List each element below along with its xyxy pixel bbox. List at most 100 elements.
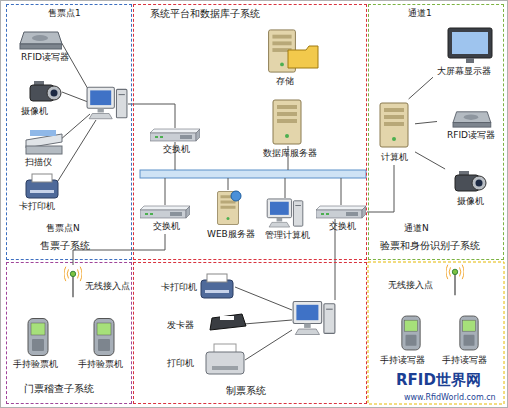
server-icon xyxy=(273,100,301,144)
device-label: 发卡器 xyxy=(167,321,194,331)
device-node: 手持验票机 xyxy=(73,317,131,371)
device-label: RFID读写器 xyxy=(447,131,495,141)
wire xyxy=(235,287,292,310)
connector xyxy=(367,165,394,212)
device-node: 手持读写器 xyxy=(438,312,500,368)
device-label: 卡打印机 xyxy=(161,283,197,293)
computer-icon xyxy=(293,302,335,335)
rfid-reader-icon xyxy=(453,112,491,127)
device-node: 交换机 xyxy=(315,204,367,234)
device-label: 存储 xyxy=(276,77,294,87)
device-node: 无线接入点 xyxy=(65,265,131,303)
network-bus xyxy=(140,170,366,178)
wire xyxy=(244,320,292,324)
device-node: 扫描仪 xyxy=(15,127,67,169)
wire xyxy=(128,104,175,128)
display-screen xyxy=(452,32,488,54)
region-title: 制票系统 xyxy=(226,385,266,396)
device-node: 存储 xyxy=(263,27,311,89)
device-node: 大屏幕显示器 xyxy=(433,27,501,79)
connector xyxy=(73,234,165,265)
device-label: 打印机 xyxy=(167,359,194,369)
handheld-icon xyxy=(94,319,114,356)
handheld-icon xyxy=(28,319,48,356)
subsystem-region: 门票稽查子系统 无线接入点手持验票机手持验票机 xyxy=(6,262,132,404)
wire xyxy=(165,178,166,205)
device-label: 计算机 xyxy=(381,153,408,163)
device-node: 数据库服务器 xyxy=(259,97,321,161)
device-label: 无线接入点 xyxy=(388,281,433,291)
device-node: RFID读写器 xyxy=(437,109,499,143)
issuer-body xyxy=(210,314,246,330)
camera-icon xyxy=(30,81,61,101)
wire xyxy=(285,178,286,198)
access-point-icon xyxy=(446,265,464,296)
device-label: 交换机 xyxy=(163,145,190,155)
device-node: 打印机 xyxy=(159,345,249,383)
scanner-glass xyxy=(30,130,56,136)
connector xyxy=(415,152,445,169)
display-frame xyxy=(448,28,492,58)
connector xyxy=(415,122,437,124)
camera-icon xyxy=(455,171,486,191)
device-node: 管理计算机 xyxy=(263,197,313,243)
watermark-url: www.RfidWorld.com.cn xyxy=(404,394,496,403)
switch-icon xyxy=(150,129,200,141)
device-label: 管理计算机 xyxy=(265,231,310,241)
channel-label: 通道1 xyxy=(408,9,432,19)
server-icon xyxy=(380,103,408,147)
device-label: 交换机 xyxy=(153,222,180,232)
scanner-icon xyxy=(26,130,62,154)
device-node: 交换机 xyxy=(149,127,205,157)
rfid-reader-icon xyxy=(20,32,62,49)
region-title: 系统平台和数据库子系统 xyxy=(150,8,260,19)
device-label: 手持验票机 xyxy=(78,360,123,370)
channel-label: 通道N xyxy=(404,224,429,234)
watermark: RFID世界网 xyxy=(396,372,481,389)
device-label: 扫描仪 xyxy=(25,158,52,168)
card-printer-icon xyxy=(26,174,58,198)
wire xyxy=(228,178,229,190)
subsystem-region: 售票子系统 RFID读写器摄像机扫描仪卡打印机 xyxy=(6,4,132,260)
region-title: 售票子系统 xyxy=(40,240,90,251)
scanner-base xyxy=(26,146,62,154)
wire xyxy=(245,330,292,360)
switch-icon xyxy=(316,206,366,218)
wire xyxy=(62,92,88,102)
device-node: 计算机 xyxy=(375,99,415,165)
large-display-icon xyxy=(448,28,492,63)
device-node: 交换机 xyxy=(139,204,193,234)
device-node: 摄像机 xyxy=(445,169,495,211)
subsystem-region: 制票系统 卡打印机发卡器打印机 xyxy=(133,262,367,404)
handheld-icon xyxy=(402,316,420,350)
switch-icon xyxy=(140,206,190,218)
printer-tray xyxy=(212,366,238,370)
device-node: 手持验票机 xyxy=(11,317,69,371)
web-globe xyxy=(231,191,241,201)
device-label: 摄像机 xyxy=(457,197,484,207)
device-label: 交换机 xyxy=(329,222,356,232)
card-printer-icon xyxy=(201,274,233,298)
station-label: 售票点N xyxy=(46,224,80,234)
device-node: 发卡器 xyxy=(159,313,247,339)
wires xyxy=(56,40,341,360)
device-node: 卡打印机 xyxy=(159,273,239,303)
device-node: RFID读写器 xyxy=(13,29,73,65)
device-label: 手持读写器 xyxy=(380,356,425,366)
handheld-icon xyxy=(460,316,478,350)
device-label: 手持读写器 xyxy=(442,356,487,366)
device-label: 摄像机 xyxy=(21,107,48,117)
device-label: 卡打印机 xyxy=(19,202,55,212)
region-title: 门票稽查子系统 xyxy=(24,383,94,394)
device-node: 无线接入点 xyxy=(384,262,466,300)
station-label: 售票点1 xyxy=(48,9,81,19)
connector xyxy=(409,77,433,99)
access-point-icon xyxy=(64,267,82,298)
card-issuer-icon xyxy=(210,314,246,330)
device-node: 摄像机 xyxy=(15,79,65,119)
printer-body xyxy=(206,352,244,374)
